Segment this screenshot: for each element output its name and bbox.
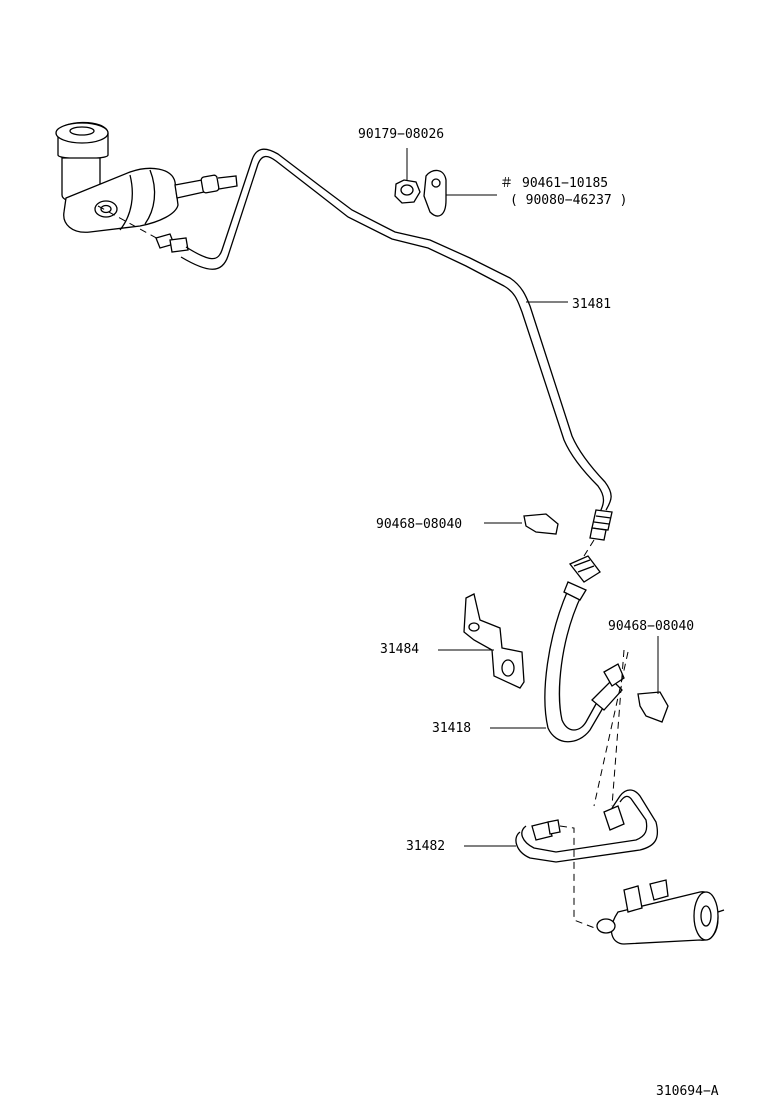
clip-90468-upper-drawing — [523, 513, 559, 535]
assembly-dashed-line — [583, 539, 595, 557]
part-label-90179: 90179−08026 — [358, 127, 445, 142]
part-label-31481: 31481 — [572, 297, 612, 312]
part-label-31418: 31418 — [432, 721, 472, 736]
part-label-90468-lower: 90468−08040 — [608, 619, 695, 634]
part-label-90080: ( 90080−46237 ) — [510, 193, 628, 208]
part-label-31482: 31482 — [406, 839, 446, 854]
clamp-and-nut-drawing — [394, 169, 447, 217]
figure-id: 310694−A — [656, 1084, 719, 1099]
clutch-release-cylinder-drawing — [596, 879, 725, 945]
assembly-dashed-line — [559, 825, 601, 931]
part-label-90468-upper: 90468−08040 — [376, 517, 463, 532]
part-label-90461: 90461−10185 — [522, 176, 609, 191]
clutch-pipe-31481-drawing — [180, 148, 613, 541]
flexible-hose-31418-drawing — [544, 555, 625, 743]
part-label-31484: 31484 — [380, 642, 420, 657]
assembly-dashed-line — [611, 649, 625, 807]
hash-mark: ＃ — [500, 176, 514, 191]
clutch-master-cylinder-drawing — [55, 121, 238, 253]
pipe-31482-drawing — [515, 789, 659, 863]
clip-90468-lower-drawing — [637, 691, 669, 723]
bracket-31484-drawing — [463, 593, 525, 689]
